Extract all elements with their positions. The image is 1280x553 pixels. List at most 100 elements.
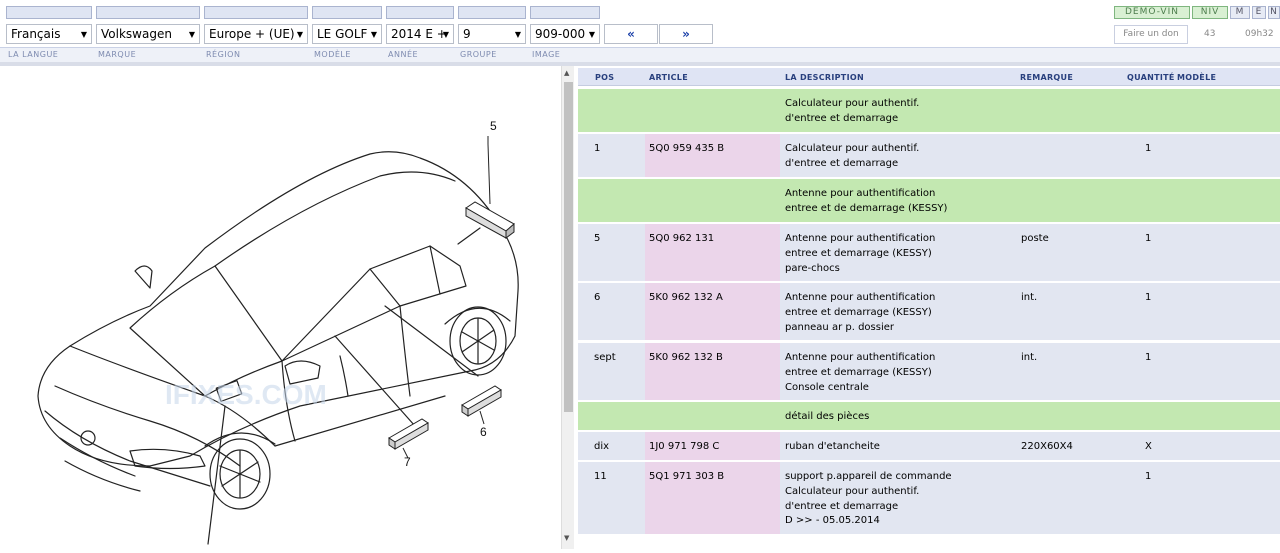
dropdown-arrow-icon: ▼	[188, 30, 195, 39]
header-pos: POS	[595, 73, 615, 82]
tab-strip-year[interactable]	[386, 6, 454, 19]
description-cell: Antenne pour authentification entree et …	[785, 188, 948, 214]
remark-cell: poste	[1021, 233, 1049, 244]
description-cell: Antenne pour authentification entree et …	[785, 233, 936, 274]
tab-strip-image[interactable]	[530, 6, 600, 19]
table-header: POS ARTICLE LA DESCRIPTION REMARQUE QUAN…	[578, 68, 1280, 86]
parts-diagram[interactable]: 5 6 7 IFIXES.COM	[0, 66, 560, 549]
article-cell[interactable]: 1J0 971 798 C	[649, 441, 720, 452]
model-label: MODÈLE	[314, 50, 351, 59]
table-row[interactable]: 5 5Q0 962 131 Antenne pour authentificatio…	[578, 224, 1280, 281]
language-label: LA LANGUE	[8, 50, 59, 59]
article-cell-bg	[645, 343, 780, 400]
dropdown-arrow-icon: ▼	[442, 30, 449, 39]
counter-text: 43	[1204, 29, 1216, 39]
tab-strip-brand[interactable]	[96, 6, 200, 19]
qty-cell: 1	[1145, 471, 1152, 482]
model-value: LE GOLF	[317, 27, 368, 41]
tab-strip-group[interactable]	[458, 6, 526, 19]
donate-button[interactable]: Faire un don	[1114, 25, 1188, 44]
table-row[interactable]: sept 5K0 962 132 B Antenne pour authentifi…	[578, 343, 1280, 400]
brand-label: MARQUE	[98, 50, 137, 59]
time-text: 09h32	[1245, 29, 1274, 39]
language-value: Français	[11, 27, 61, 41]
image-value: 909-000	[535, 27, 586, 41]
language-select[interactable]: Français▼	[6, 24, 92, 44]
qty-cell: 1	[1145, 143, 1152, 154]
article-cell[interactable]: 5Q1 971 303 B	[649, 471, 725, 482]
group-label: GROUPE	[460, 50, 497, 59]
top-toolbar: Français▼ Volkswagen▼ Europe + (UE)▼ LE …	[0, 0, 1280, 62]
n-button[interactable]: N	[1268, 6, 1280, 19]
qty-cell: 1	[1145, 292, 1152, 303]
previous-button[interactable]: «	[604, 24, 658, 44]
article-cell-bg	[645, 462, 780, 534]
article-cell-bg	[645, 432, 780, 460]
article-cell-bg	[645, 134, 780, 177]
demo-vin-button[interactable]: DEMO-VIN	[1114, 6, 1190, 19]
group-value: 9	[463, 27, 471, 41]
description-cell: détail des pièces	[785, 411, 870, 422]
car-illustration: 5 6 7 IFIXES.COM	[37, 119, 519, 545]
tab-strip-model[interactable]	[312, 6, 382, 19]
header-description: LA DESCRIPTION	[785, 73, 864, 82]
description-cell: Antenne pour authentification entree et …	[785, 352, 936, 393]
group-select[interactable]: 9▼	[458, 24, 526, 44]
article-cell-bg	[645, 283, 780, 340]
toolbar-separator	[0, 62, 1280, 66]
image-label: IMAGE	[532, 50, 561, 59]
qty-cell: 1	[1145, 233, 1152, 244]
year-select[interactable]: 2014 E +▼	[386, 24, 454, 44]
article-cell[interactable]: 5K0 962 132 A	[649, 292, 723, 303]
callout-5: 5	[490, 119, 497, 133]
article-cell-bg	[645, 224, 780, 281]
label-band	[0, 47, 1280, 62]
remark-cell: int.	[1021, 352, 1038, 363]
header-model: MODÈLE	[1177, 73, 1217, 82]
section-row[interactable]: détail des pièces	[578, 402, 1280, 430]
callout-6: 6	[480, 425, 487, 439]
diagram-scrollbar[interactable]: ▲ ▼	[561, 66, 574, 549]
header-article: ARTICLE	[649, 73, 688, 82]
dropdown-arrow-icon: ▼	[588, 30, 595, 39]
image-select[interactable]: 909-000▼	[530, 24, 600, 44]
pos-cell: sept	[594, 352, 616, 363]
section-row[interactable]: Calculateur pour authentif. d'entree et …	[578, 89, 1280, 132]
article-cell[interactable]: 5K0 962 132 B	[649, 352, 723, 363]
dropdown-arrow-icon: ▼	[514, 30, 521, 39]
tab-strip-language[interactable]	[6, 6, 92, 19]
article-cell[interactable]: 5Q0 959 435 B	[649, 143, 725, 154]
niv-button[interactable]: NIV	[1192, 6, 1228, 19]
section-row[interactable]: Antenne pour authentification entree et …	[578, 179, 1280, 222]
scroll-up-icon[interactable]: ▲	[564, 69, 570, 77]
tab-strip-region[interactable]	[204, 6, 308, 19]
article-cell[interactable]: 5Q0 962 131	[649, 233, 715, 244]
model-select[interactable]: LE GOLF▼	[312, 24, 382, 44]
year-value: 2014 E +	[391, 27, 447, 41]
year-label: ANNÉE	[388, 50, 419, 59]
e-button[interactable]: E	[1252, 6, 1266, 19]
next-button[interactable]: »	[659, 24, 713, 44]
m-button[interactable]: M	[1230, 6, 1250, 19]
parts-table: POS ARTICLE LA DESCRIPTION REMARQUE QUAN…	[578, 66, 1280, 549]
qty-cell: X	[1145, 441, 1152, 452]
scroll-down-icon[interactable]: ▼	[564, 534, 570, 542]
region-label: RÉGION	[206, 50, 241, 59]
description-cell: Calculateur pour authentif. d'entree et …	[785, 143, 920, 169]
callout-7: 7	[404, 455, 411, 469]
pos-cell: 11	[594, 471, 607, 482]
header-remark: REMARQUE	[1020, 73, 1074, 82]
pos-cell: 1	[594, 143, 601, 154]
description-cell: ruban d'etancheite	[785, 441, 880, 452]
pos-cell: 5	[594, 233, 601, 244]
region-select[interactable]: Europe + (UE)▼	[204, 24, 308, 44]
table-row[interactable]: 1 5Q0 959 435 B Calculateur pour authentif…	[578, 134, 1280, 177]
header-qty: QUANTITÉ	[1127, 73, 1175, 82]
brand-select[interactable]: Volkswagen▼	[96, 24, 200, 44]
remark-cell: int.	[1021, 292, 1038, 303]
qty-cell: 1	[1145, 352, 1152, 363]
scrollbar-thumb[interactable]	[564, 82, 573, 412]
